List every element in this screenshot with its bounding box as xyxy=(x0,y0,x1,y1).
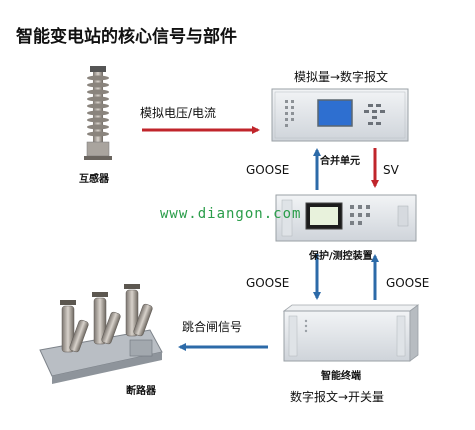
watermark-text: www.diangon.com xyxy=(160,206,302,222)
label-protection: 保护/测控装置 xyxy=(309,251,373,262)
label-breaker: 断路器 xyxy=(126,386,156,397)
page-title: 智能变电站的核心信号与部件 xyxy=(16,27,237,47)
protection-device xyxy=(275,194,417,242)
label-analog-to-digital: 模拟量→数字报文 xyxy=(294,70,389,84)
label-goose-right: GOOSE xyxy=(386,276,430,290)
label-voltage-current: 模拟电压/电流 xyxy=(140,106,217,120)
label-transformer: 互感器 xyxy=(79,174,109,185)
label-merging-unit: 合并单元 xyxy=(320,156,360,167)
label-goose-top: GOOSE xyxy=(246,163,290,177)
label-trip-close: 跳合闸信号 xyxy=(182,320,243,334)
label-goose-left: GOOSE xyxy=(246,276,290,290)
label-sv: SV xyxy=(383,163,399,177)
label-smart-terminal: 智能终端 xyxy=(321,371,361,382)
label-digital-to-switch: 数字报文→开关量 xyxy=(290,390,385,404)
breaker-image xyxy=(39,284,163,384)
smart-terminal-device xyxy=(282,304,420,362)
transformer-image xyxy=(84,66,112,160)
merging-unit-device xyxy=(271,88,409,142)
